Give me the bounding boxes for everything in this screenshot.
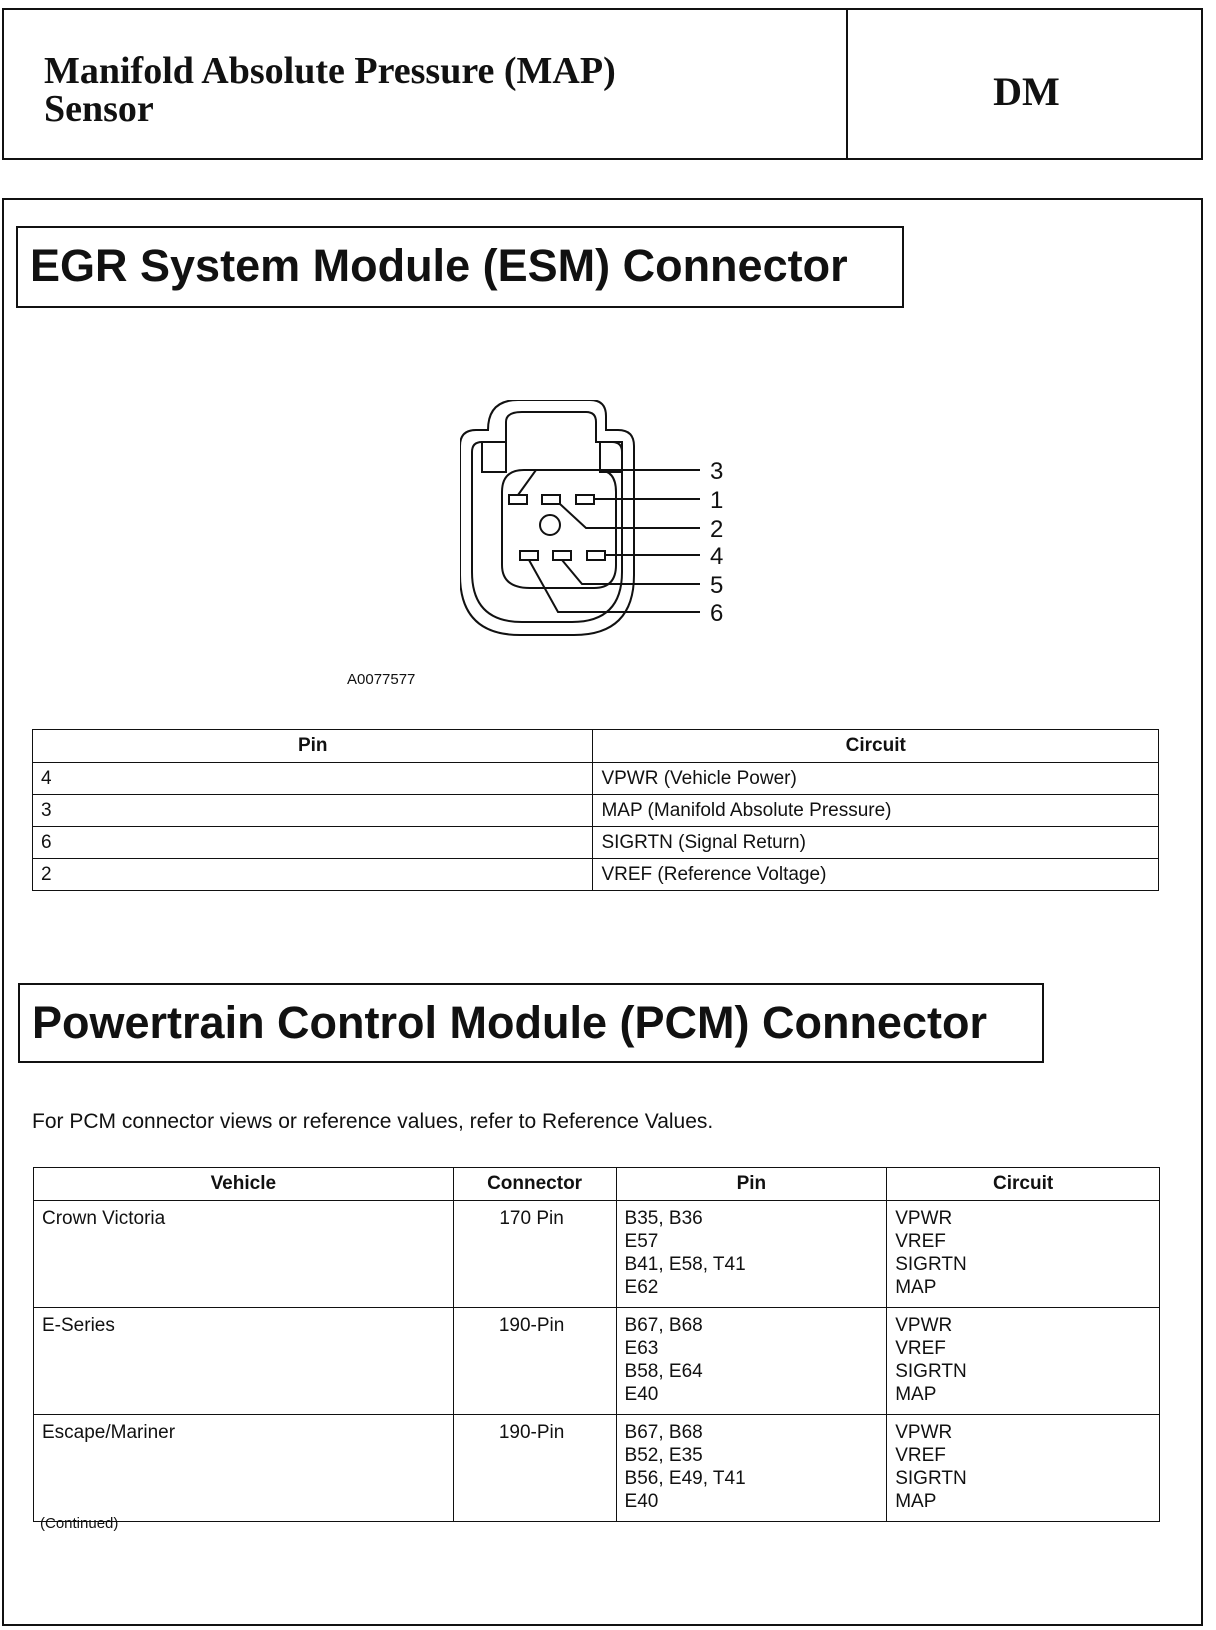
- terminal-pin-3: [508, 494, 528, 505]
- pin-cell: 3: [31, 794, 594, 827]
- circuit-value: VPWR: [895, 1422, 953, 1443]
- column-header-circuit: Circuit: [886, 1167, 1160, 1201]
- figure-id: A0077577: [347, 671, 416, 688]
- terminal-pin-1: [575, 494, 595, 505]
- table-header-row: Vehicle Connector Pin Circuit: [33, 1167, 1160, 1201]
- latch-tab-left: [481, 441, 507, 473]
- leader-line-5: [561, 559, 700, 585]
- circuit-value: SIGRTN: [895, 1254, 967, 1275]
- pcm-connector-heading: Powertrain Control Module (PCM) Connecto…: [18, 983, 1044, 1063]
- esm-connector-diagram: 3 1 2 4 5 6: [460, 400, 723, 636]
- table-row: 2 VREF (Reference Voltage): [31, 858, 1159, 891]
- connector-cell: 190-Pin: [452, 1414, 617, 1522]
- leader-line-6: [528, 559, 700, 613]
- pin-cell: B67, B68 E63 B58, E64 E40: [615, 1307, 888, 1415]
- pin-value: B52, E35: [624, 1445, 703, 1466]
- circuit-value: VPWR: [895, 1208, 953, 1229]
- terminal-pin-2: [541, 494, 561, 505]
- circuit-value: VREF: [895, 1338, 946, 1359]
- pin-label-2: 2: [710, 516, 723, 543]
- circuit-value: VREF: [895, 1445, 946, 1466]
- circuit-cell: SIGRTN (Signal Return): [592, 826, 1159, 859]
- pcm-pin-table: Vehicle Connector Pin Circuit Crown Vict…: [33, 1167, 1160, 1522]
- table-row: Escape/Mariner 190-Pin B67, B68 B52, E35…: [33, 1414, 1160, 1522]
- pin-cell: 6: [31, 826, 594, 859]
- table-row: 4 VPWR (Vehicle Power): [31, 762, 1159, 795]
- table-row: 6 SIGRTN (Signal Return): [31, 826, 1159, 859]
- reference-note: For PCM connector views or reference val…: [32, 1110, 714, 1133]
- leader-line-2: [559, 503, 700, 529]
- terminal-pin-6: [519, 550, 539, 561]
- esm-pin-table: Pin Circuit 4 VPWR (Vehicle Power) 3 MAP…: [31, 729, 1159, 891]
- table-header-row: Pin Circuit: [31, 729, 1159, 763]
- circuit-cell: VPWR VREF SIGRTN MAP: [886, 1200, 1160, 1308]
- pin-cell: B67, B68 B52, E35 B56, E49, T41 E40: [615, 1414, 888, 1522]
- table-row: Crown Victoria 170 Pin B35, B36 E57 B41,…: [33, 1200, 1160, 1308]
- pin-cell: 2: [31, 858, 594, 891]
- column-header-pin: Pin: [615, 1167, 888, 1201]
- circuit-value: MAP: [895, 1384, 937, 1405]
- pin-label-1: 1: [710, 487, 723, 514]
- circuit-value: MAP: [895, 1277, 937, 1298]
- circuit-cell: VPWR VREF SIGRTN MAP: [886, 1414, 1160, 1522]
- table-row: E-Series 190-Pin B67, B68 E63 B58, E64 E…: [33, 1307, 1160, 1415]
- section-code: DM: [993, 69, 1060, 114]
- pin-value: E40: [624, 1491, 659, 1512]
- document-title-line-2: Sensor: [44, 88, 154, 130]
- circuit-value: VPWR: [895, 1315, 953, 1336]
- pin-value: E62: [624, 1277, 659, 1298]
- esm-connector-heading: EGR System Module (ESM) Connector: [16, 226, 904, 308]
- terminal-pin-4: [586, 550, 606, 561]
- vehicle-cell: E-Series: [33, 1307, 454, 1415]
- document-title-line-1: Manifold Absolute Pressure (MAP): [44, 50, 616, 92]
- connector-face: [501, 469, 617, 589]
- continued-label: (Continued): [40, 1515, 119, 1532]
- pin-label-6: 6: [710, 600, 723, 627]
- circuit-value: MAP: [895, 1491, 937, 1512]
- column-header-connector: Connector: [452, 1167, 617, 1201]
- pin-value: B67, B68: [624, 1422, 703, 1443]
- column-header-circuit: Circuit: [592, 729, 1159, 763]
- pin-value: B58, E64: [624, 1361, 703, 1382]
- document-header: Manifold Absolute Pressure (MAP) Sensor …: [2, 8, 1203, 160]
- circuit-value: SIGRTN: [895, 1468, 967, 1489]
- pin-label-5: 5: [710, 572, 723, 599]
- leader-line-3: [517, 469, 700, 496]
- circuit-cell: MAP (Manifold Absolute Pressure): [592, 794, 1159, 827]
- pin-value: B67, B68: [624, 1315, 703, 1336]
- latch-tab-right: [599, 441, 623, 473]
- vehicle-cell: Escape/Mariner: [33, 1414, 454, 1522]
- terminal-pin-5: [552, 550, 572, 561]
- pin-cell: 4: [31, 762, 594, 795]
- polarizing-key: [539, 514, 561, 536]
- header-divider: [846, 10, 848, 158]
- circuit-cell: VPWR VREF SIGRTN MAP: [886, 1307, 1160, 1415]
- table-row: 3 MAP (Manifold Absolute Pressure): [31, 794, 1159, 827]
- circuit-value: SIGRTN: [895, 1361, 967, 1382]
- pin-value: E57: [624, 1231, 659, 1252]
- pin-cell: B35, B36 E57 B41, E58, T41 E62: [615, 1200, 888, 1308]
- connector-housing-outer: [460, 400, 635, 636]
- document-title: Manifold Absolute Pressure (MAP) Sensor: [44, 52, 804, 128]
- pin-value: B41, E58, T41: [624, 1254, 746, 1275]
- connector-cell: 170 Pin: [452, 1200, 617, 1308]
- circuit-value: VREF: [895, 1231, 946, 1252]
- column-header-pin: Pin: [31, 729, 594, 763]
- connector-cell: 190-Pin: [452, 1307, 617, 1415]
- pin-value: E40: [624, 1384, 659, 1405]
- circuit-cell: VREF (Reference Voltage): [592, 858, 1159, 891]
- pin-value: B56, E49, T41: [624, 1468, 746, 1489]
- pin-label-4: 4: [710, 543, 723, 570]
- pin-label-3: 3: [710, 458, 723, 485]
- vehicle-cell: Crown Victoria: [33, 1200, 454, 1308]
- circuit-cell: VPWR (Vehicle Power): [592, 762, 1159, 795]
- content-frame: [2, 198, 1203, 1626]
- pin-value: E63: [624, 1338, 659, 1359]
- column-header-vehicle: Vehicle: [33, 1167, 454, 1201]
- pin-value: B35, B36: [624, 1208, 703, 1229]
